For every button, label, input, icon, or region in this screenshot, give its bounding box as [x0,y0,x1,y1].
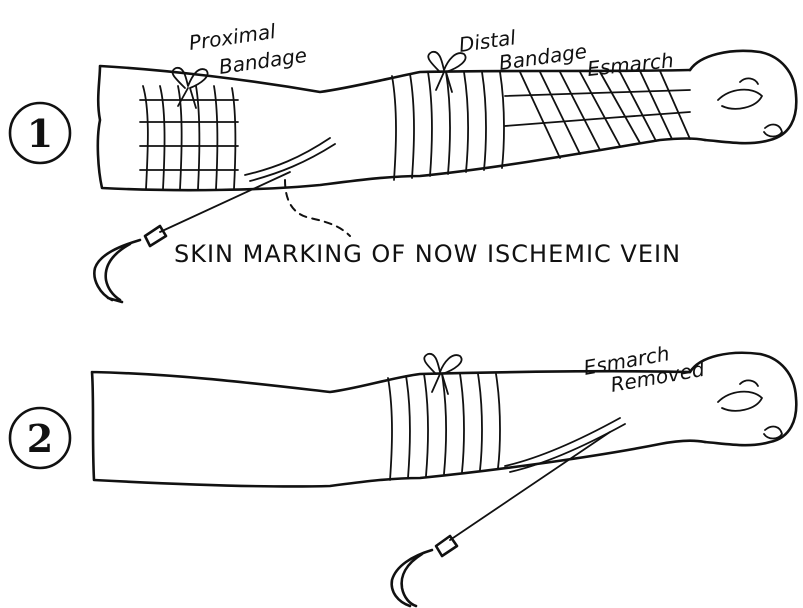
panel-2-number-badge: 2 [10,408,70,468]
distal-bandage [392,72,504,180]
panel-2-number: 2 [27,416,53,461]
vein-2 [505,418,625,472]
caption-skin-marking: SKIN MARKING OF NOW ISCHEMIC VEIN [174,240,681,268]
syringe-1-icon [94,226,166,302]
fist-1-fingers [718,78,782,136]
panel-2: 2 Esmarch Removed [10,341,796,606]
proximal-bandage [140,86,238,189]
needle-2 [450,432,610,540]
caption-pointer [285,180,350,236]
panel-1-number-badge: 1 [10,103,70,163]
panel-1-number: 1 [27,111,53,156]
distal-bandage-2 [388,374,500,480]
fist-2-fingers [718,380,782,438]
esmarch-bandage [505,71,690,158]
syringe-2-icon [392,536,457,606]
panel-1: 1 [10,19,796,302]
vein-1 [245,138,335,181]
